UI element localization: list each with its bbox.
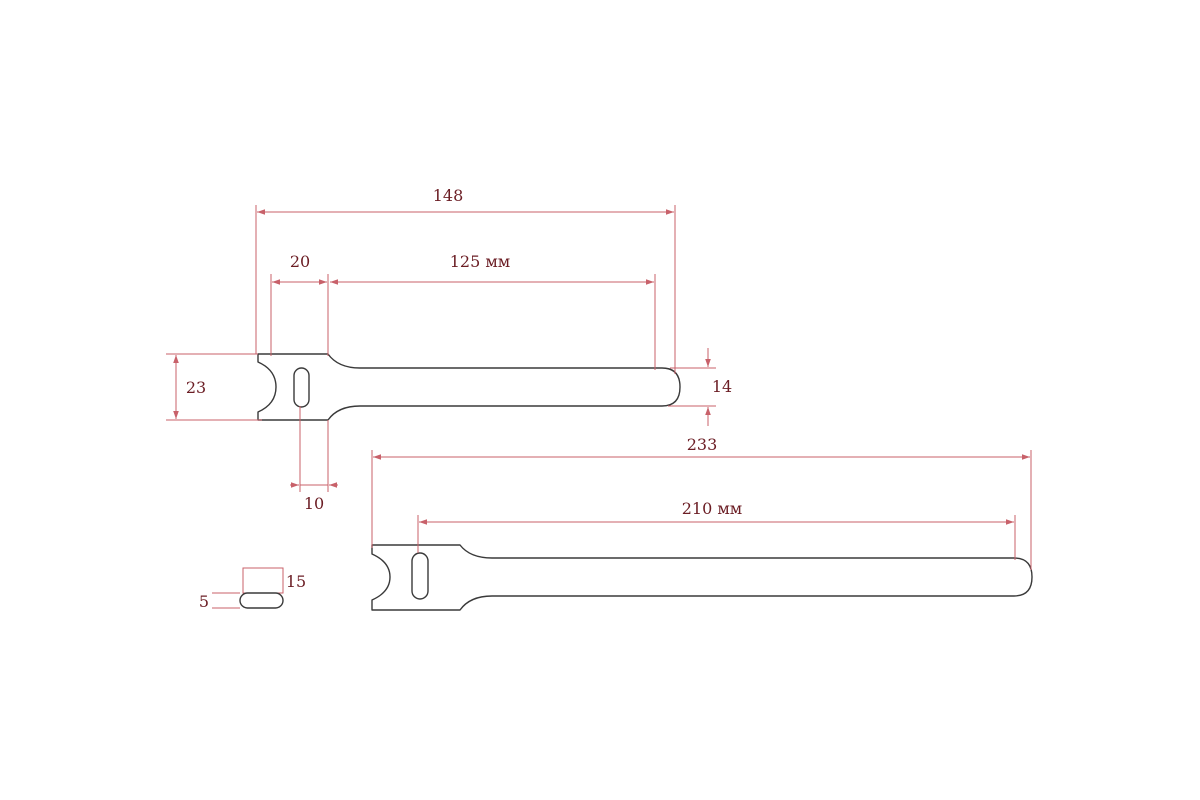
slot-detail-box — [242, 567, 284, 594]
large-tie-outline — [371, 544, 1033, 611]
dimension-20-label: 20 — [290, 252, 310, 271]
large-tie: 233 210 мм — [371, 435, 1033, 611]
slot-detail: 15 5 — [199, 567, 306, 611]
dimension-148: 148 — [255, 186, 676, 374]
dimension-125-label: 125 мм — [450, 252, 511, 271]
slot-detail-5-label: 5 — [199, 592, 209, 611]
dimension-210: 210 мм — [417, 499, 1016, 560]
slot-detail-shape — [239, 592, 284, 609]
dimension-10-label: 10 — [304, 494, 324, 513]
dimension-10: 10 — [290, 406, 338, 513]
dimension-233-label: 233 — [687, 435, 718, 454]
small-tie: 148 20 125 мм 23 14 — [166, 186, 732, 513]
dimension-233: 233 — [371, 435, 1032, 570]
dimension-23-label: 23 — [186, 378, 206, 397]
dimension-20: 20 — [270, 252, 329, 356]
small-tie-outline — [257, 353, 681, 421]
dimension-14: 14 — [668, 348, 732, 426]
dimension-23: 23 — [166, 353, 262, 421]
dimension-125: 125 мм — [330, 252, 656, 370]
large-tie-slot — [411, 552, 429, 600]
slot-detail-15-label: 15 — [286, 572, 306, 591]
small-tie-slot — [293, 367, 310, 408]
dimension-14-label: 14 — [712, 377, 732, 396]
dimension-210-label: 210 мм — [682, 499, 743, 518]
dimension-148-label: 148 — [433, 186, 464, 205]
